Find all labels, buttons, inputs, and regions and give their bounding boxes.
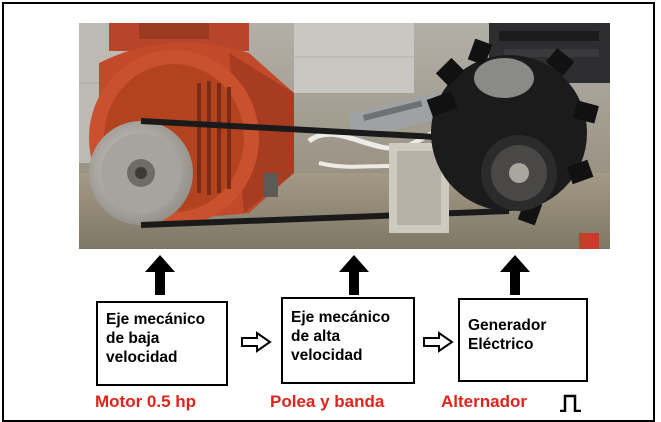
right-hollow-arrow-icon (241, 331, 272, 353)
setup-photo-drawing (79, 23, 610, 249)
setup-photo (79, 23, 610, 249)
label-motor: Motor 0.5 hp (95, 392, 197, 411)
block-line: velocidad (291, 347, 363, 364)
block-line: de alta (291, 328, 341, 345)
up-arrow-icon (145, 255, 175, 295)
block-high-speed-shaft: Eje mecánico de alta velocidad (281, 297, 415, 384)
label-alternator: Alternador (441, 392, 527, 411)
up-arrow-icon (500, 255, 530, 295)
up-arrow-icon (339, 255, 369, 295)
label-pulley: Polea y banda (270, 392, 385, 411)
block-line: Eléctrico (468, 336, 534, 353)
block-line: Eje mecánico (106, 311, 206, 328)
block-line: de baja (106, 330, 160, 347)
block-low-speed-shaft: Eje mecánico de baja velocidad (96, 301, 228, 386)
right-hollow-arrow-icon (423, 331, 454, 353)
block-line: velocidad (106, 349, 178, 366)
block-line: Eje mecánico (291, 309, 391, 326)
block-line: Generador (468, 317, 547, 334)
block-generator: Generador Eléctrico (458, 298, 588, 382)
square-wave-icon (560, 394, 581, 412)
